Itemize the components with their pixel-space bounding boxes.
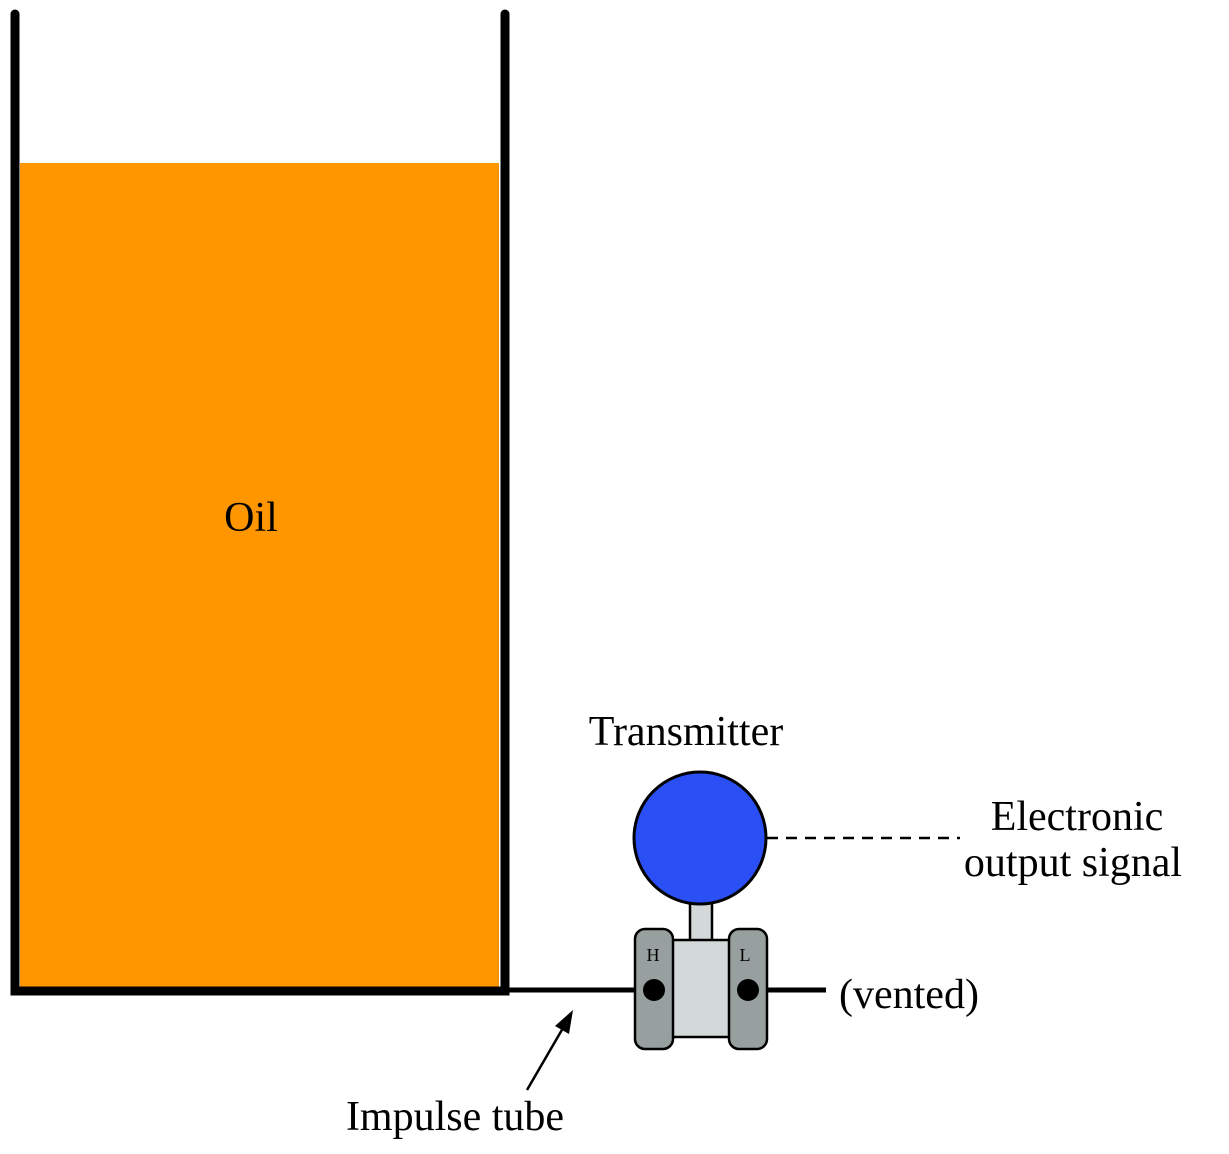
vented-label: (vented): [839, 972, 979, 1018]
transmitter-label: Transmitter: [589, 709, 783, 755]
impulse-tube-label: Impulse tube: [346, 1094, 564, 1140]
transmitter-head: [632, 770, 768, 906]
transmitter-capsule-body: [660, 938, 740, 1039]
signal-label-line1: Electronic: [991, 794, 1164, 840]
low-port-dot: [737, 979, 759, 1001]
high-port-dot: [643, 979, 665, 1001]
oil-fill: [20, 163, 499, 988]
oil-label: Oil: [224, 495, 278, 541]
impulse-tube-arrow: [525, 1010, 573, 1091]
transmitter-neck: [688, 900, 714, 944]
port-h-label: H: [647, 945, 660, 965]
tank-wall: [10, 9, 510, 996]
port-l-label: L: [740, 945, 751, 965]
signal-label-line2: output signal: [964, 840, 1182, 886]
